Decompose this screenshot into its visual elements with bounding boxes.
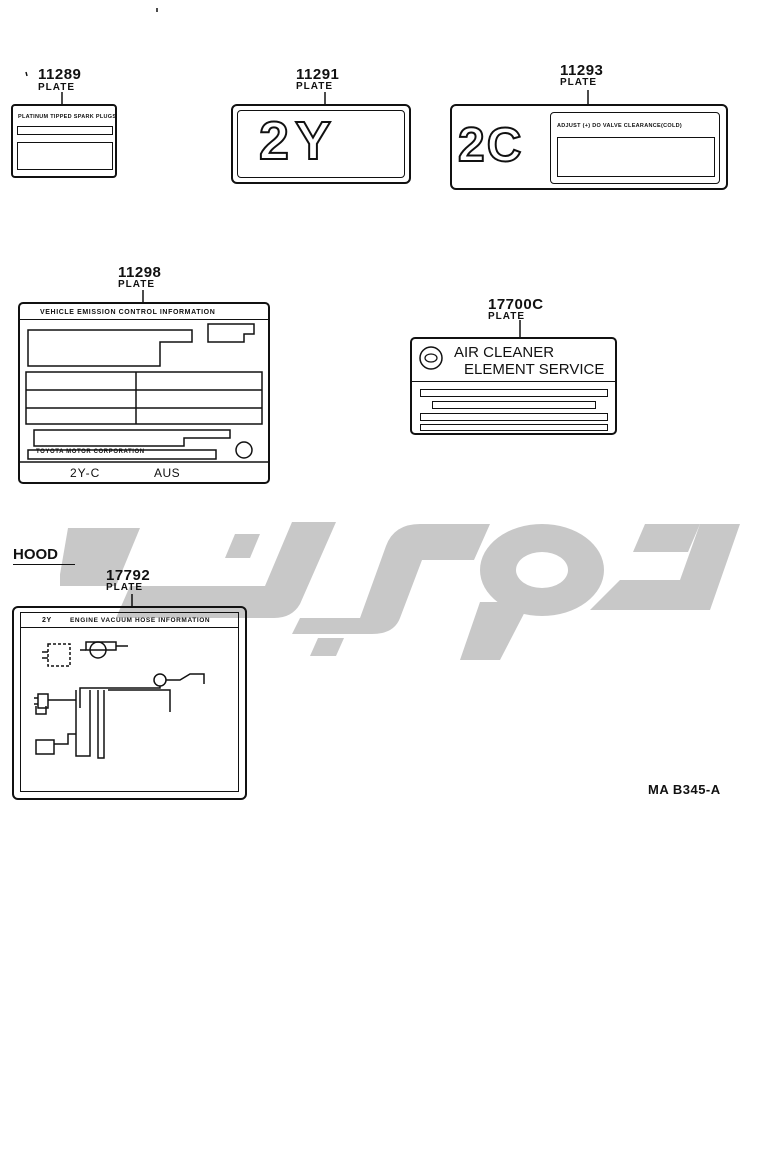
plate-field [557, 137, 715, 177]
part-number: 11298 [118, 264, 162, 281]
plate-field [420, 389, 608, 397]
callout-11291: 11291 PLATE [296, 66, 339, 92]
plate-field [432, 401, 596, 409]
plate-fields [20, 323, 268, 463]
part-number: 17700C [488, 296, 544, 313]
plate-field [420, 424, 608, 431]
plate-17700C: AIR CLEANER ELEMENT SERVICE [410, 337, 617, 435]
maker-text: TOYOTA MOTOR CORPORATION [36, 449, 145, 455]
callout-17700C: 17700C PLATE [488, 296, 544, 322]
toyota-emblem-icon [419, 346, 443, 370]
plate-engine-code: 2Y [258, 110, 338, 172]
plate-header: ENGINE VACUUM HOSE INFORMATION [70, 617, 211, 624]
part-label: PLATE [296, 81, 334, 92]
air-cleaner-line1: AIR CLEANER [454, 344, 555, 361]
part-label: PLATE [118, 279, 156, 290]
plate-11298: VEHICLE EMISSION CONTROL INFORMATION TOY… [18, 302, 270, 484]
plate-text: PLATINUM TIPPED SPARK PLUGS [18, 114, 117, 120]
section-underline [13, 564, 75, 565]
plate-header: VEHICLE EMISSION CONTROL INFORMATION [40, 309, 216, 316]
part-number: 11291 [296, 66, 340, 83]
part-number: 11293 [560, 62, 604, 79]
header-engine: 2Y [42, 617, 52, 624]
engine-code: 2Y-C [70, 466, 101, 480]
divider [20, 627, 239, 628]
plate-inner-border [237, 110, 405, 178]
divider [412, 381, 615, 382]
part-number: 11289 [38, 66, 82, 83]
reference-code: MA B345-A [648, 782, 721, 797]
plate-field [420, 413, 608, 421]
part-label: PLATE [560, 77, 598, 88]
plate-field [17, 126, 113, 135]
callout-11298: 11298 PLATE [118, 264, 161, 290]
callout-17792: 17792 PLATE [106, 567, 150, 593]
plate-text: ADJUST (+) DO VALVE CLEARANCE(COLD) [557, 123, 683, 129]
plate-11289: PLATINUM TIPPED SPARK PLUGS [11, 104, 117, 178]
plate-17792: 2Y ENGINE VACUUM HOSE INFORMATION [12, 606, 247, 800]
part-label: PLATE [38, 82, 76, 93]
plate-11291: 2Y [231, 104, 411, 184]
plate-field [17, 142, 113, 170]
plate-inner-border [20, 612, 239, 792]
plate-11293: 2C ADJUST (+) DO VALVE CLEARANCE(COLD) [450, 104, 728, 190]
air-cleaner-line2: ELEMENT SERVICE [464, 361, 605, 378]
watermark-logo [60, 522, 740, 660]
callout-11293: 11293 PLATE [560, 62, 603, 88]
part-label: PLATE [488, 311, 526, 322]
divider [20, 319, 268, 320]
vacuum-hose-diagram [34, 641, 205, 759]
plate-info-panel: ADJUST (+) DO VALVE CLEARANCE(COLD) [550, 112, 720, 184]
part-number: 17792 [106, 567, 151, 584]
part-label: PLATE [106, 582, 144, 593]
section-hood-label: HOOD [13, 546, 58, 563]
market-code: AUS [154, 466, 181, 480]
plate-engine-code: 2C [457, 118, 524, 173]
